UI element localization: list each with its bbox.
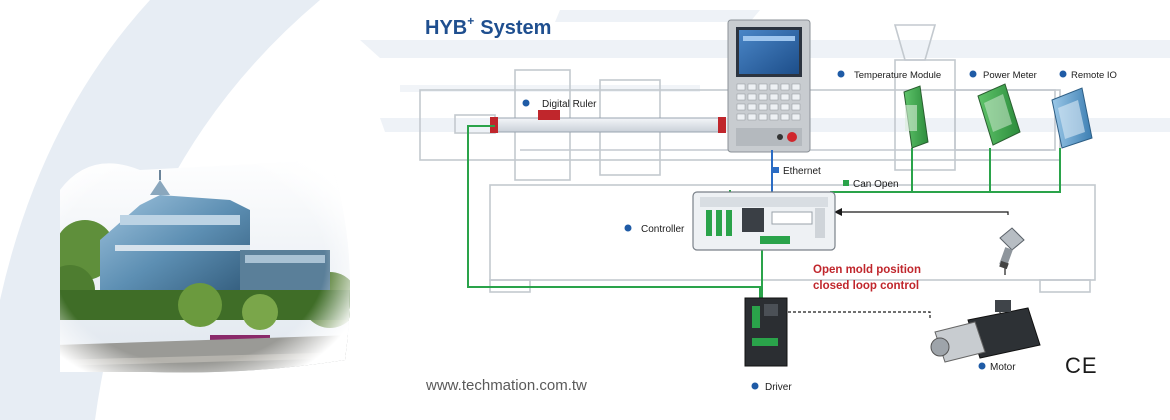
- label-controller: Controller: [641, 224, 685, 235]
- bullet-icon: [1059, 70, 1067, 78]
- label-digital-ruler: Digital Ruler: [542, 99, 597, 110]
- controller-unit: [692, 191, 836, 251]
- canopen-square-icon: [843, 180, 849, 186]
- ethernet-square-icon: [773, 167, 779, 173]
- green-wiring: [467, 125, 1061, 300]
- servo-motor: [930, 300, 1041, 363]
- temperature-module: [903, 85, 929, 149]
- arrow-head-icon: [834, 208, 842, 216]
- label-bullets: [522, 70, 1067, 390]
- bullet-icon: [751, 382, 759, 390]
- bullet-icon: [837, 70, 845, 78]
- label-power-meter: Power Meter: [983, 70, 1037, 81]
- pressure-sensor: [999, 227, 1025, 270]
- label-motor: Motor: [990, 362, 1016, 373]
- ce-mark: CE: [1065, 353, 1098, 378]
- servo-driver: [744, 297, 788, 367]
- label-driver: Driver: [765, 382, 792, 393]
- bullet-icon: [624, 224, 632, 232]
- bullet-icon: [978, 362, 986, 370]
- digital-ruler: [490, 110, 726, 133]
- remote-io-module: [1051, 87, 1093, 149]
- label-ethernet: Ethernet: [783, 166, 821, 177]
- website-url: www.techmation.com.tw: [425, 377, 587, 394]
- closed-loop-annotation: Open mold position closed loop control: [813, 264, 921, 292]
- hmi-operator-panel: [727, 19, 811, 153]
- label-remote-io: Remote IO: [1071, 70, 1117, 81]
- power-meter-module: [977, 83, 1021, 146]
- company-building-photo: [60, 160, 350, 373]
- label-can-open: Can Open: [853, 179, 899, 190]
- label-temperature-module: Temperature Module: [854, 70, 941, 81]
- bullet-icon: [522, 99, 530, 107]
- bullet-icon: [969, 70, 977, 78]
- diagram-title: HYB+System: [425, 14, 551, 39]
- annotation-line-2: closed loop control: [813, 280, 919, 292]
- annotation-line-1: Open mold position: [813, 264, 921, 276]
